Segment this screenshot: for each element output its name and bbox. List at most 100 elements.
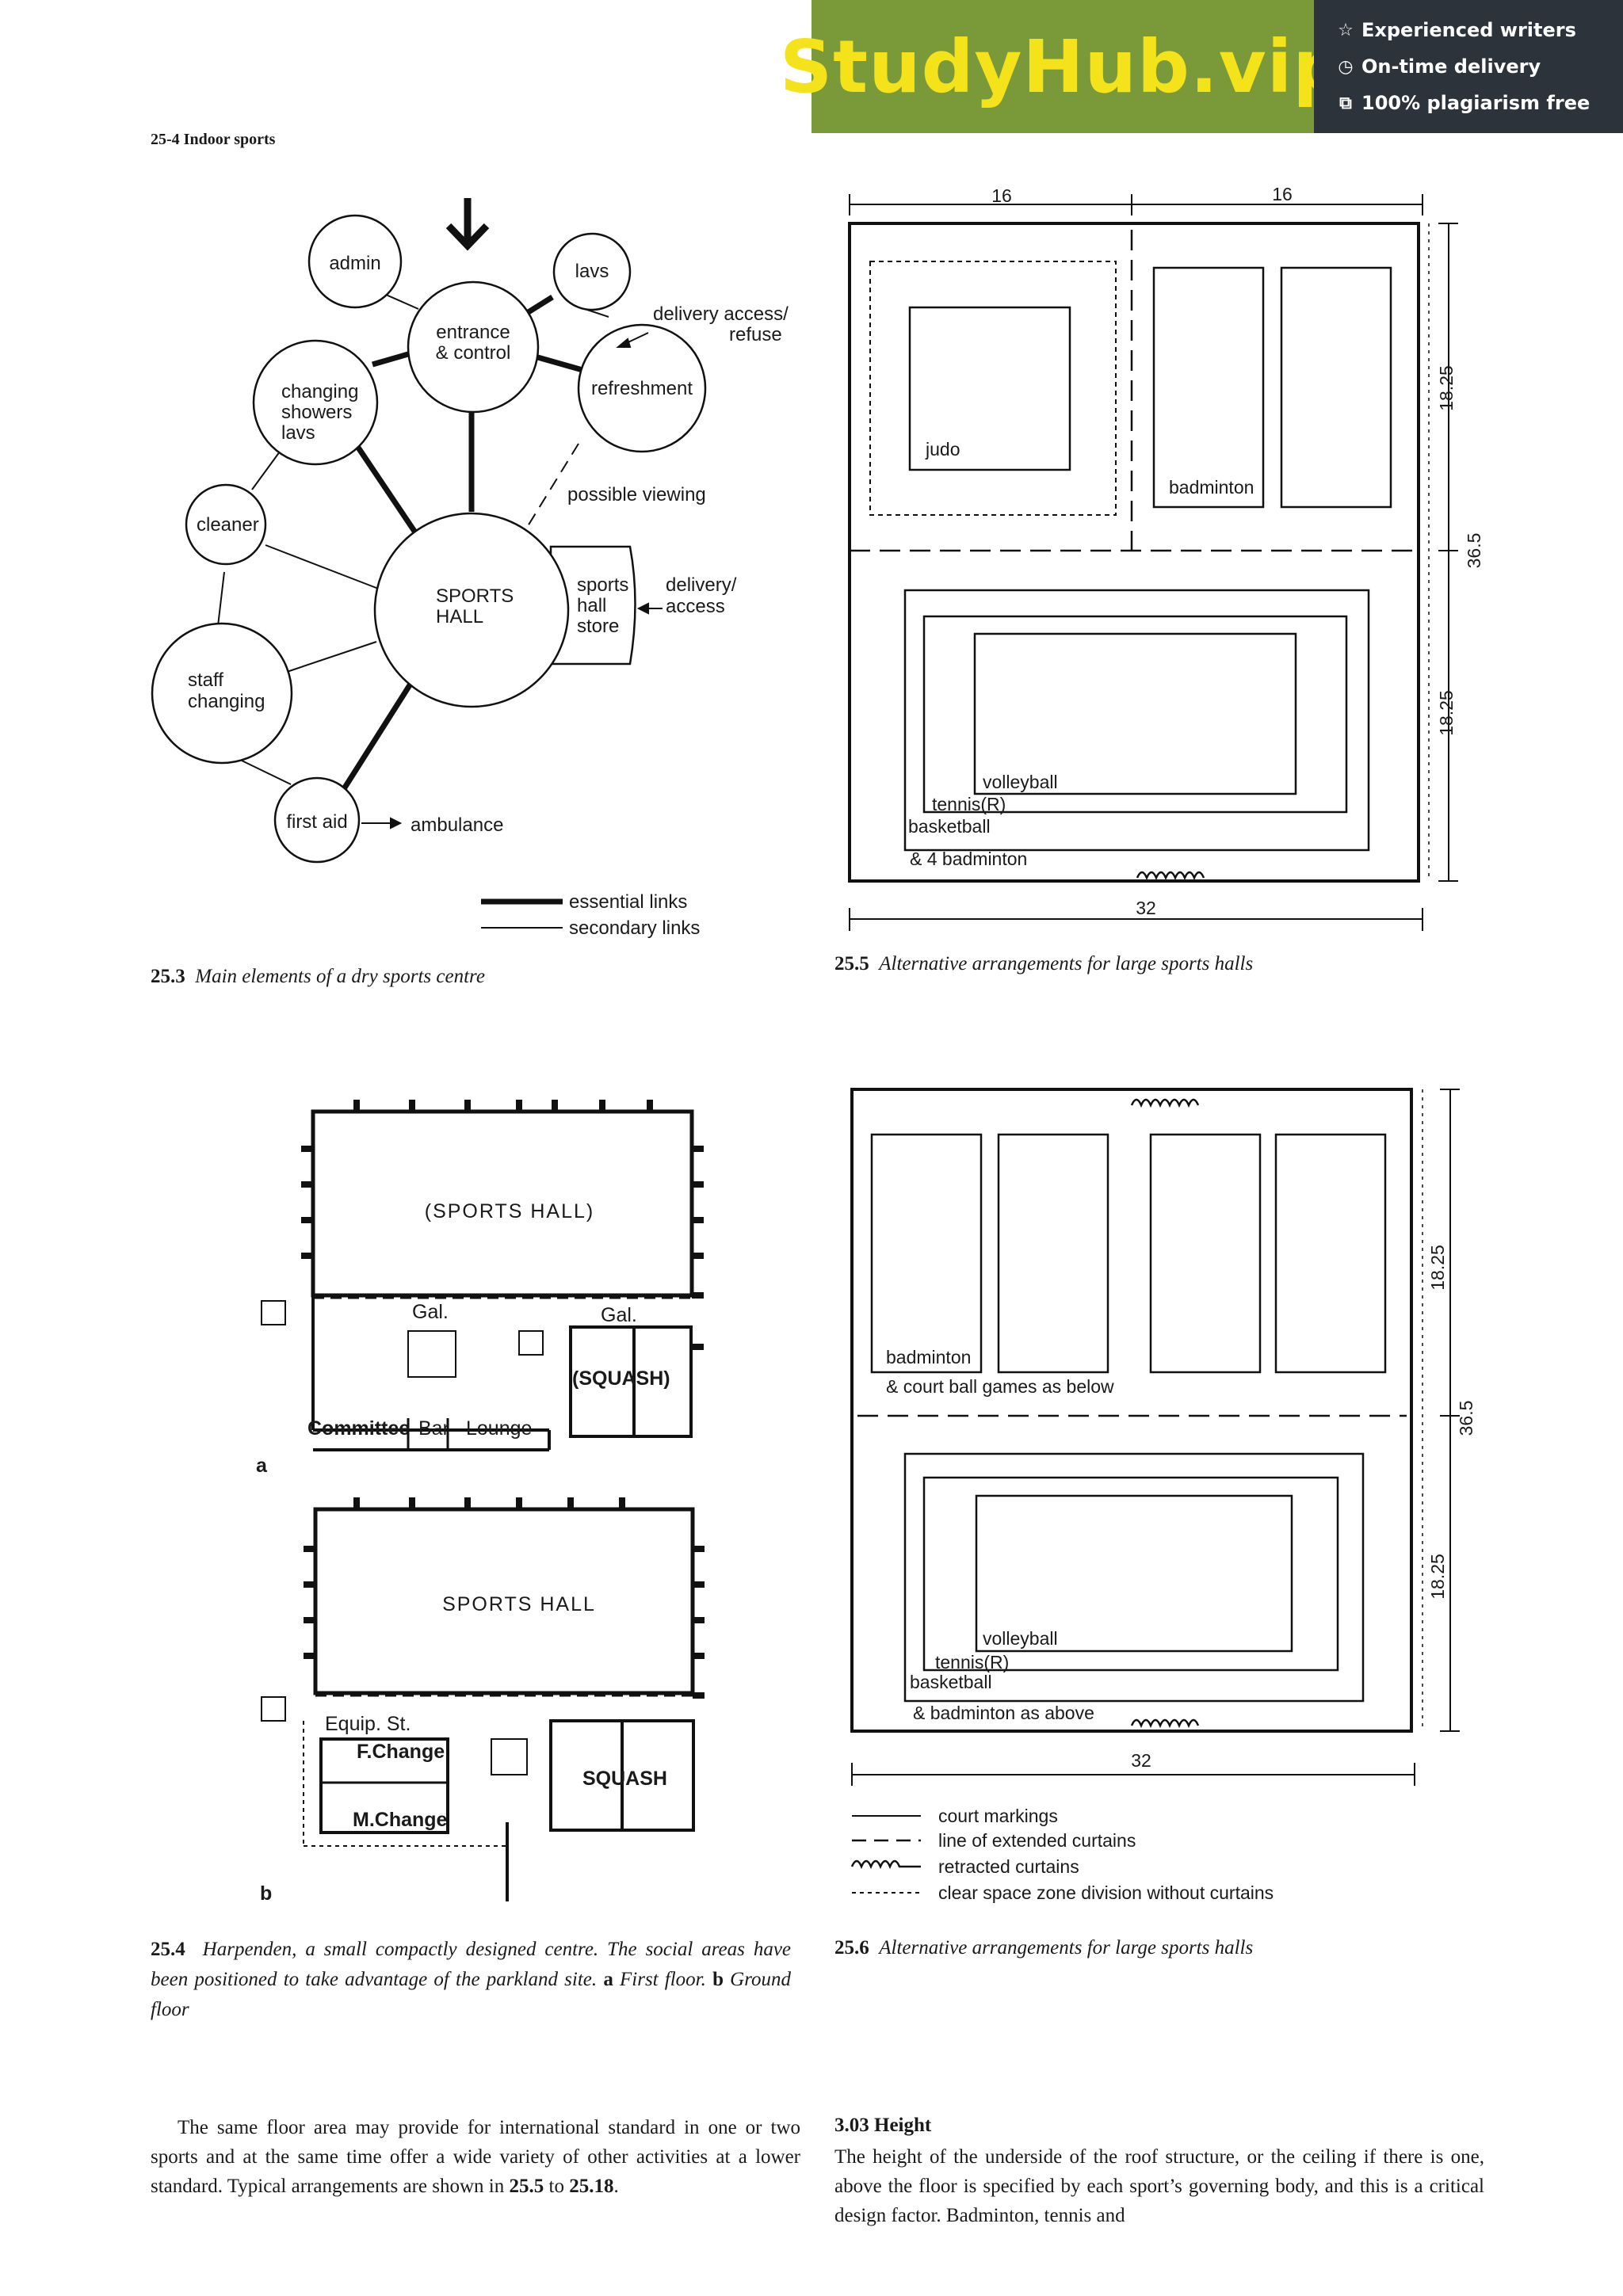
caption-25-3: 25.3 Main elements of a dry sports centr… xyxy=(151,966,485,987)
banner-features: ☆ Experienced writers ◷ On-time delivery… xyxy=(1314,0,1623,133)
store-label: sports xyxy=(577,574,628,596)
plan-a-letter: a xyxy=(256,1455,268,1477)
star-icon: ☆ xyxy=(1338,20,1354,40)
dim-bottom: 32 xyxy=(1136,898,1156,918)
dim-top-right: 16 xyxy=(1272,184,1293,204)
plan-a-gal1-label: Gal. xyxy=(412,1301,449,1323)
delivery-access-label-2: access xyxy=(666,596,725,617)
plan-a-first-floor xyxy=(261,1100,704,1451)
staff-label-2: changing xyxy=(188,691,265,712)
caption-25-6: 25.6 Alternative arrangements for large … xyxy=(834,1937,1254,1958)
refreshment-label: refreshment xyxy=(591,378,693,399)
store-label-2: hall xyxy=(577,595,606,616)
fig6-badminton-above-label: & badminton as above xyxy=(913,1703,1094,1723)
delivery-refuse-label: delivery access/ xyxy=(653,303,789,325)
first-aid-bubble xyxy=(273,776,361,864)
refreshment-bubble xyxy=(577,323,707,453)
first-aid-label: first aid xyxy=(286,811,347,833)
fig6-court-ball-label: & court ball games as below xyxy=(886,1376,1114,1397)
sports-hall-label: SPORTS xyxy=(436,585,514,607)
plan-a-lounge-label: Lounge xyxy=(466,1417,532,1440)
plan-a-bar-label: Bar xyxy=(418,1417,449,1440)
admin-label: admin xyxy=(329,253,380,274)
lavs-label: lavs xyxy=(575,261,609,282)
plan-a-committee-label: Committee xyxy=(307,1417,410,1440)
banner-feature-writers: ☆ Experienced writers xyxy=(1336,19,1601,41)
sports-hall-label-2: HALL xyxy=(436,606,483,627)
legend-clear-label: clear space zone division without curtai… xyxy=(938,1882,1274,1903)
ad-banner[interactable]: StudyHub.vip ☆ Experienced writers ◷ On-… xyxy=(780,0,1623,133)
plan-b-fchange-label: F.Change xyxy=(357,1741,445,1763)
legend-secondary-label: secondary links xyxy=(569,917,700,939)
banner-logo: StudyHub.vip xyxy=(779,24,1346,109)
figure-25-6-diagram: 18.25 36.5 18.25 32 badminton & court ba… xyxy=(850,1088,1476,1903)
plan-b-squash-label: SQUASH xyxy=(582,1768,667,1790)
changing-label: changing xyxy=(281,381,358,402)
figure-25-4-plans: (SPORTS HALL) Gal. Gal. (SQUASH) Committ… xyxy=(256,1100,705,1905)
clock-icon: ◷ xyxy=(1338,56,1354,77)
lavs-label-2: lavs xyxy=(281,422,315,444)
plan-b-mchange-label: M.Change xyxy=(353,1809,448,1831)
plan-b-hall-label: SPORTS HALL xyxy=(442,1593,596,1615)
dim-side-bottom: 18.25 xyxy=(1436,690,1457,736)
showers-label: showers xyxy=(281,402,352,423)
running-head: 25-4 Indoor sports xyxy=(151,131,276,148)
staff-changing-bubble xyxy=(151,622,293,765)
viewing-label: possible viewing xyxy=(567,484,706,505)
caption-25-4: 25.4 Harpenden, a small compactly design… xyxy=(151,1939,792,2020)
staff-label: staff xyxy=(188,669,223,691)
sports-hall-bubble xyxy=(373,512,570,708)
entrance-bubble xyxy=(407,280,540,414)
fig6-badminton-label: badminton xyxy=(886,1347,971,1367)
fig6-basketball-label: basketball xyxy=(910,1672,992,1692)
four-badminton-label: & 4 badminton xyxy=(910,849,1027,869)
badminton-label: badminton xyxy=(1169,477,1254,498)
dim-side-top: 18.25 xyxy=(1436,365,1457,411)
delivery-access-label: delivery/ xyxy=(666,574,737,596)
delivery-refuse-label-2: refuse xyxy=(729,324,782,345)
fig6-dim-bottom: 32 xyxy=(1131,1750,1151,1771)
cleaner-bubble xyxy=(185,483,267,566)
volleyball-label: volleyball xyxy=(983,772,1058,792)
plan-a-squash-label: (SQUASH) xyxy=(572,1367,670,1390)
plan-b-ground-floor xyxy=(261,1497,705,1901)
store-bubble xyxy=(549,545,636,666)
entry-arrow-icon xyxy=(445,198,490,251)
dim-top-left: 16 xyxy=(991,185,1012,206)
ambulance-label: ambulance xyxy=(411,814,503,836)
body-paragraph-right: The height of the underside of the roof … xyxy=(834,2146,1484,2226)
changing-bubble xyxy=(252,339,379,466)
lavs-bubble xyxy=(552,232,632,311)
banner-feature-delivery: ◷ On-time delivery xyxy=(1336,55,1601,78)
legend-extended-label: line of extended curtains xyxy=(938,1830,1136,1851)
caption-25-5: 25.5 Alternative arrangements for large … xyxy=(834,953,1254,974)
plan-a-gal2-label: Gal. xyxy=(601,1304,637,1326)
body-paragraph-left: The same floor area may provide for inte… xyxy=(151,2117,800,2197)
store-label-3: store xyxy=(577,616,619,637)
legend-retracted-label: retracted curtains xyxy=(938,1856,1079,1877)
judo-label: judo xyxy=(925,439,960,460)
tennis-label: tennis(R) xyxy=(932,794,1006,814)
basketball-label: basketball xyxy=(908,816,991,837)
figure-25-3-diagram: admin lavs entrance & control refreshmen… xyxy=(151,198,789,939)
fig6-dim-side-bottom: 18.25 xyxy=(1427,1554,1448,1600)
copy-icon: ⧉ xyxy=(1339,93,1352,113)
fig6-dim-side-top: 18.25 xyxy=(1427,1245,1448,1291)
fig6-dim-side-total: 36.5 xyxy=(1456,1401,1476,1436)
legend-court-label: court markings xyxy=(938,1806,1058,1826)
entrance-label-2: & control xyxy=(436,342,511,364)
essential-links xyxy=(338,295,583,795)
banner-feature-plagiarism: ⧉ 100% plagiarism free xyxy=(1336,92,1601,114)
entrance-label: entrance xyxy=(436,322,510,343)
plan-b-letter: b xyxy=(260,1882,272,1905)
banner-logo-panel: StudyHub.vip xyxy=(780,0,1345,133)
admin-bubble xyxy=(307,214,403,309)
plan-b-equip-label: Equip. St. xyxy=(325,1713,411,1735)
dim-side-total: 36.5 xyxy=(1464,533,1484,569)
figure-25-5-diagram: 16 16 18.25 36.5 18.25 32 judo badminton… xyxy=(848,184,1484,931)
legend-essential-label: essential links xyxy=(569,891,687,913)
cleaner-label: cleaner xyxy=(197,514,259,536)
fig6-volleyball-label: volleyball xyxy=(983,1628,1058,1649)
plan-a-hall-label: (SPORTS HALL) xyxy=(425,1200,594,1222)
fig6-tennis-label: tennis(R) xyxy=(935,1652,1009,1672)
